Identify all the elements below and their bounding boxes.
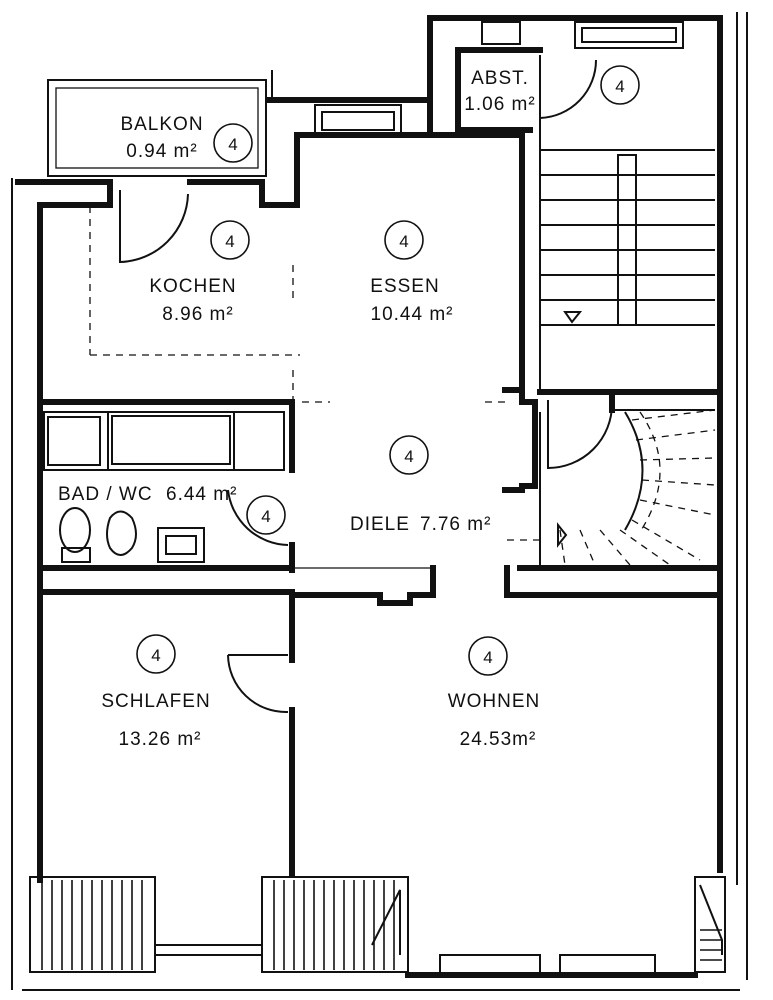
dashed-lines [89,206,540,541]
room-area-bad: 6.44 m² [166,484,237,505]
marker-text: 4 [228,135,237,154]
marker-essen: 4 [384,220,424,260]
balcony-area [47,79,267,177]
marker-text: 4 [399,232,408,251]
marker-text: 4 [615,77,624,96]
room-area-kochen: 8.96 m² [162,304,233,325]
room-area-schlafen: 13.26 m² [119,729,202,750]
room-name-bad: BAD / WC [58,484,153,505]
room-name-kochen: KOCHEN [149,276,236,297]
marker-bad: 4 [246,495,286,535]
bath-fixtures [43,411,285,563]
room-area-abst: 1.06 m² [464,94,535,115]
room-name-balkon: BALKON [120,114,203,135]
marker-text: 4 [151,646,160,665]
marker-wohnen: 4 [468,636,508,676]
marker-schlafen: 4 [136,634,176,674]
marker-text: 4 [404,447,413,466]
marker-diele: 4 [389,435,429,475]
windows [314,21,684,136]
south-balconies [29,876,726,978]
doors [119,190,289,714]
room-area-wohnen: 24.53m² [460,729,537,750]
marker-kochen: 4 [210,220,250,260]
room-area-essen: 10.44 m² [371,304,454,325]
marker-text: 4 [483,648,492,667]
room-area-balkon: 0.94 m² [126,141,197,162]
room-name-abst: ABST. [471,68,529,89]
interior-walls [37,387,723,878]
room-area-diele: 7.76 m² [420,514,491,535]
marker-balkon: 4 [213,123,253,163]
outer-walls [11,12,748,991]
staircase [517,55,723,571]
storage-room [455,47,597,133]
room-name-diele: DIELE [350,514,410,535]
marker-abst: 4 [600,65,640,105]
room-name-schlafen: SCHLAFEN [101,691,210,712]
room-name-essen: ESSEN [370,276,439,297]
marker-text: 4 [225,232,234,251]
room-name-wohnen: WOHNEN [448,691,541,712]
marker-text: 4 [261,507,270,526]
